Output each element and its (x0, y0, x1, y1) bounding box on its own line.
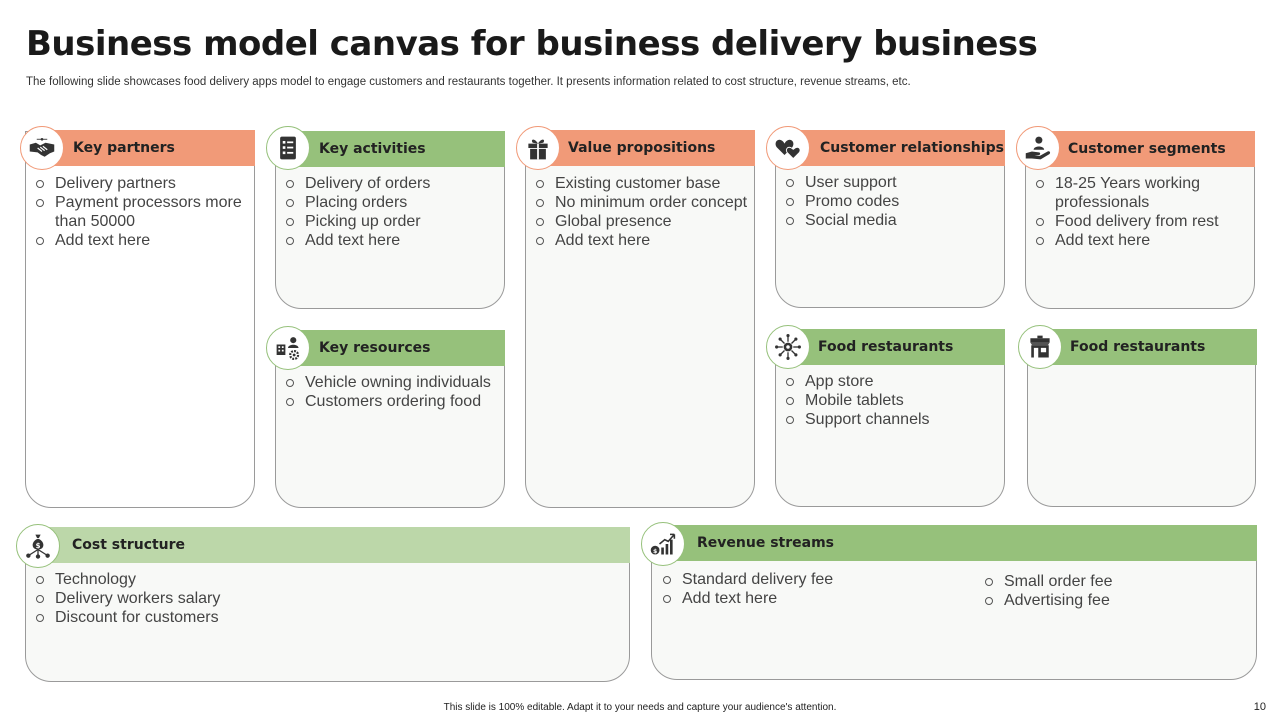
list-item: Delivery partners (35, 174, 250, 193)
header-value-propositions: Value propositions (542, 130, 755, 166)
list-item: Promo codes (785, 192, 1000, 211)
list-item: Delivery of orders (285, 174, 500, 193)
list-item: Mobile tablets (785, 391, 1000, 410)
customer-segments-title: Customer segments (1068, 141, 1226, 157)
list-item: Discount for customers (35, 608, 615, 627)
customer-relationships-title: Customer relationships (820, 140, 1004, 156)
food-restaurants-2-title: Food restaurants (1070, 339, 1206, 355)
revenue-streams-title: Revenue streams (697, 535, 834, 551)
header-revenue-streams: Revenue streams (668, 525, 1257, 561)
value-propositions-title: Value propositions (568, 140, 716, 156)
header-customer-segments: Customer segments (1042, 131, 1255, 167)
revenue-growth-icon: $ (641, 522, 685, 566)
key-resources-list: Vehicle owning individuals Customers ord… (285, 373, 500, 411)
list-item: Add text here (662, 589, 962, 608)
list-item: App store (785, 372, 1000, 391)
header-cost-structure: Cost structure (42, 527, 630, 563)
list-item: Small order fee (984, 572, 1244, 591)
value-propositions-list: Existing customer base No minimum order … (535, 174, 750, 250)
slide-subtitle: The following slide showcases food deliv… (26, 76, 911, 88)
key-partners-title: Key partners (73, 140, 175, 156)
key-resources-title: Key resources (319, 340, 431, 356)
slide-title: Business model canvas for business deliv… (26, 24, 1038, 64)
list-item: Add text here (1035, 231, 1250, 250)
food-restaurants-channels-title: Food restaurants (818, 339, 954, 355)
header-food-restaurants-channels: Food restaurants (792, 329, 1005, 365)
cost-structure-list: Technology Delivery workers salary Disco… (35, 570, 615, 627)
list-item: Add text here (535, 231, 750, 250)
list-item: User support (785, 173, 1000, 192)
header-key-resources: Key resources (292, 330, 505, 366)
network-icon (766, 325, 810, 369)
card-key-partners (25, 131, 255, 508)
key-activities-title: Key activities (319, 141, 426, 157)
handshake-icon (20, 126, 64, 170)
svg-text:$: $ (36, 542, 41, 550)
list-item: Advertising fee (984, 591, 1244, 610)
list-item: Social media (785, 211, 1000, 230)
customer-hand-icon (1016, 126, 1060, 170)
header-customer-relationships: Customer relationships (792, 130, 1005, 166)
list-item: Vehicle owning individuals (285, 373, 500, 392)
list-item: 18-25 Years working professionals (1035, 174, 1250, 212)
page-number: 10 (1253, 701, 1266, 713)
revenue-streams-list-left: Standard delivery fee Add text here (662, 570, 962, 608)
list-item: Delivery workers salary (35, 589, 615, 608)
list-item: Food delivery from rest (1035, 212, 1250, 231)
resources-icon (266, 326, 310, 370)
key-partners-list: Delivery partners Payment processors mor… (35, 174, 250, 250)
header-key-partners: Key partners (42, 130, 255, 166)
customer-segments-list: 18-25 Years working professionals Food d… (1035, 174, 1250, 250)
checklist-icon (266, 126, 310, 170)
storefront-icon (1018, 325, 1062, 369)
svg-text:$: $ (653, 548, 657, 555)
header-key-activities: Key activities (292, 131, 505, 167)
revenue-streams-list-right: Small order fee Advertising fee (984, 572, 1244, 610)
hearts-icon (766, 126, 810, 170)
list-item: Technology (35, 570, 615, 589)
customer-relationships-list: User support Promo codes Social media (785, 173, 1000, 230)
list-item: Standard delivery fee (662, 570, 962, 589)
list-item: No minimum order concept (535, 193, 750, 212)
list-item: Add text here (35, 231, 250, 250)
gift-icon (516, 126, 560, 170)
list-item: Customers ordering food (285, 392, 500, 411)
cost-structure-title: Cost structure (72, 537, 186, 553)
list-item: Payment processors more than 50000 (35, 193, 250, 231)
list-item: Support channels (785, 410, 1000, 429)
list-item: Add text here (285, 231, 500, 250)
card-value-propositions (525, 131, 755, 508)
list-item: Global presence (535, 212, 750, 231)
money-bag-icon: $ (16, 524, 60, 568)
header-food-restaurants-2: Food restaurants (1044, 329, 1257, 365)
list-item: Existing customer base (535, 174, 750, 193)
footer-note: This slide is 100% editable. Adapt it to… (443, 702, 837, 713)
food-restaurants-channels-list: App store Mobile tablets Support channel… (785, 372, 1000, 429)
list-item: Placing orders (285, 193, 500, 212)
list-item: Picking up order (285, 212, 500, 231)
key-activities-list: Delivery of orders Placing orders Pickin… (285, 174, 500, 250)
